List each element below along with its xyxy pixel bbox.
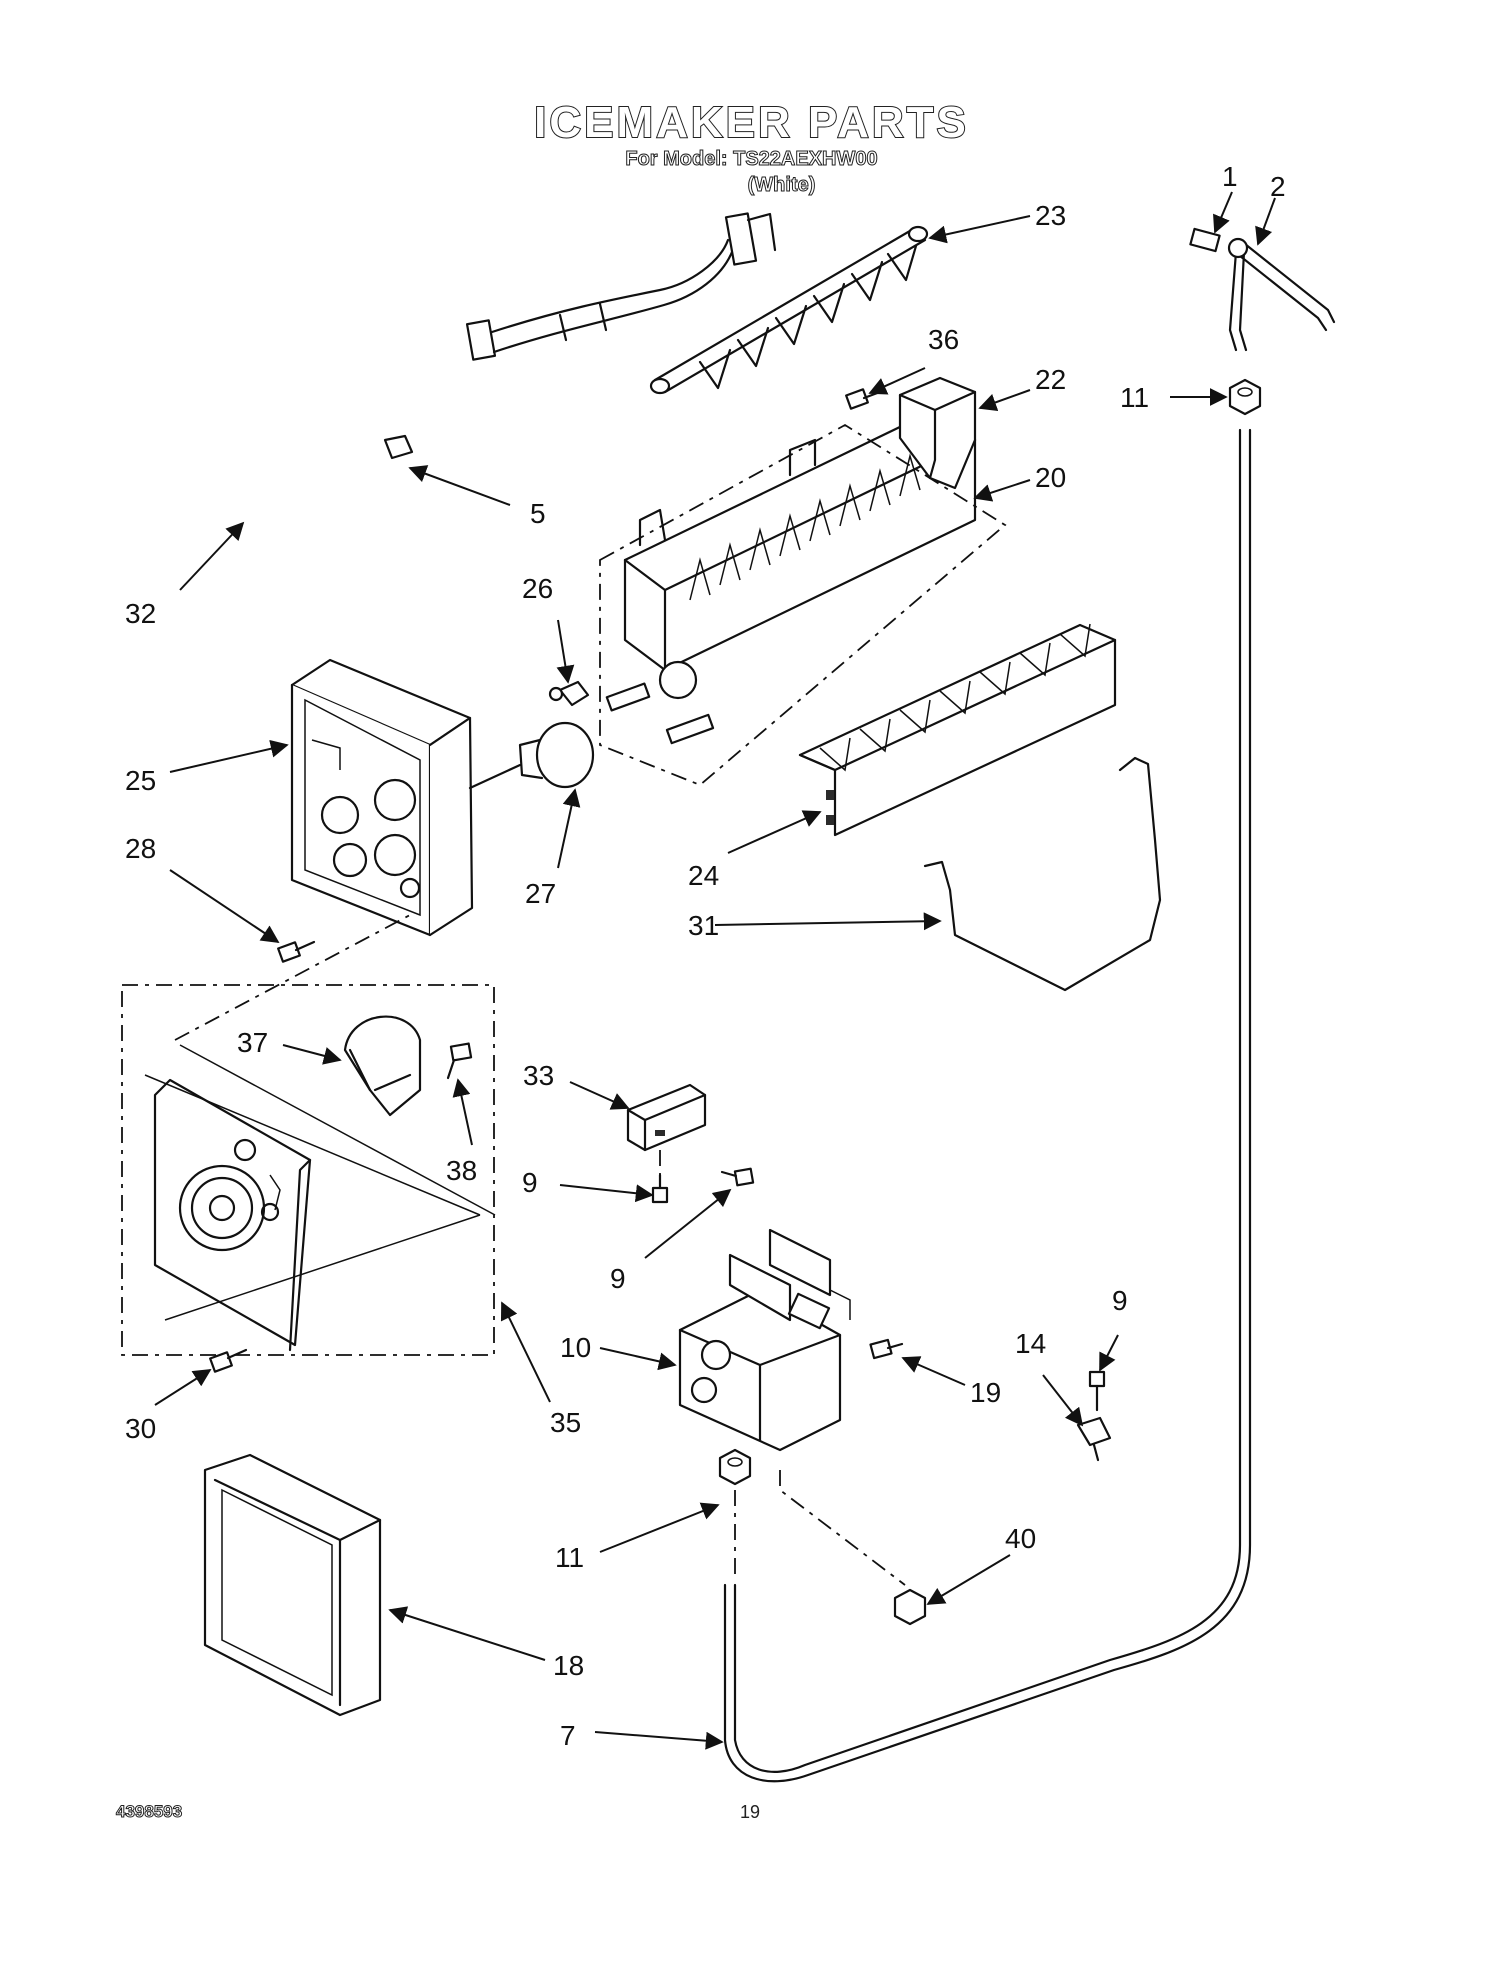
callout-32: 32	[125, 598, 156, 629]
callout-26: 26	[522, 573, 553, 604]
callout-37: 37	[237, 1027, 268, 1058]
callout-36: 36	[928, 324, 959, 355]
part-11-nut-upper	[1228, 378, 1262, 416]
callout-19: 19	[970, 1377, 1001, 1408]
part-37-motor	[343, 1015, 422, 1117]
control-module-plate	[144, 1044, 496, 1352]
callout-11-lower: 11	[555, 1542, 584, 1573]
callout-9-b: 9	[610, 1263, 626, 1294]
part-22-fill-cup	[898, 376, 977, 490]
part-36-screw	[845, 388, 882, 410]
part-23-ejector	[649, 225, 929, 395]
callout-14: 14	[1015, 1328, 1046, 1359]
callout-9-a: 9	[522, 1167, 538, 1198]
diagram-title: ICEMAKER PARTS	[533, 97, 969, 148]
callout-35: 35	[550, 1407, 581, 1438]
callout-5: 5	[530, 498, 546, 529]
nut-alignment-line	[779, 1470, 906, 1586]
part-30-screw	[209, 1348, 248, 1373]
part-5-clip	[383, 434, 414, 460]
callout-40: 40	[1005, 1523, 1036, 1554]
part-1-fitting	[1189, 227, 1221, 253]
part-25-housing	[290, 658, 474, 937]
page-number: 19	[739, 1802, 761, 1822]
part-28-screw	[277, 940, 316, 963]
document-number: 4398593	[115, 1802, 183, 1822]
color-note: (White)	[747, 174, 816, 197]
part-2-fill-tube	[1227, 237, 1336, 352]
callout-9-c: 9	[1112, 1285, 1128, 1316]
callout-23: 23	[1035, 200, 1066, 231]
callout-31: 31	[688, 910, 719, 941]
part-7-water-tube	[723, 428, 1252, 1783]
part-32-wire-harness	[465, 212, 777, 361]
part-24-stripper	[798, 623, 1117, 837]
leader-lines	[154, 191, 1276, 1750]
part-14-clamp	[1076, 1416, 1112, 1462]
callout-25: 25	[125, 765, 156, 796]
callout-1: 1	[1222, 161, 1238, 192]
callout-11-upper: 11	[1120, 382, 1149, 413]
callout-22: 22	[1035, 364, 1066, 395]
part-40-nut	[893, 1588, 927, 1626]
callout-2: 2	[1270, 171, 1286, 202]
model-subtitle: For Model: TS22AEXHW00	[625, 148, 878, 171]
part-10-water-valve	[678, 1228, 851, 1452]
callout-33: 33	[523, 1060, 554, 1091]
callout-30: 30	[125, 1413, 156, 1444]
part-11-nut-lower	[718, 1448, 752, 1486]
part-38-screw	[446, 1042, 473, 1080]
part-20-mold	[605, 390, 977, 745]
part-9-screw-b	[720, 1167, 755, 1187]
callout-20: 20	[1035, 462, 1066, 493]
callout-28: 28	[125, 833, 156, 864]
part-33-bracket	[626, 1083, 707, 1152]
mounting-alignment-line	[174, 914, 411, 1041]
part-19-screw	[869, 1338, 904, 1360]
callout-10: 10	[560, 1332, 591, 1363]
part-35-control-boundary	[121, 984, 495, 1356]
part-18-cover	[203, 1453, 382, 1717]
callout-numbers: 1 2 11 23 36 22 20 5 32 26 25 27 28 24 3…	[125, 161, 1286, 1751]
part-27-motor	[468, 721, 595, 790]
part-31-shutoff-arm	[923, 756, 1162, 992]
part-9-screw-a	[651, 1173, 669, 1204]
callout-38: 38	[446, 1155, 477, 1186]
part-26-clip	[548, 680, 590, 707]
callout-7: 7	[560, 1720, 576, 1751]
callout-24: 24	[688, 860, 719, 891]
part-9-screw-c	[1088, 1370, 1106, 1412]
callout-18: 18	[553, 1650, 584, 1681]
callout-27: 27	[525, 878, 556, 909]
